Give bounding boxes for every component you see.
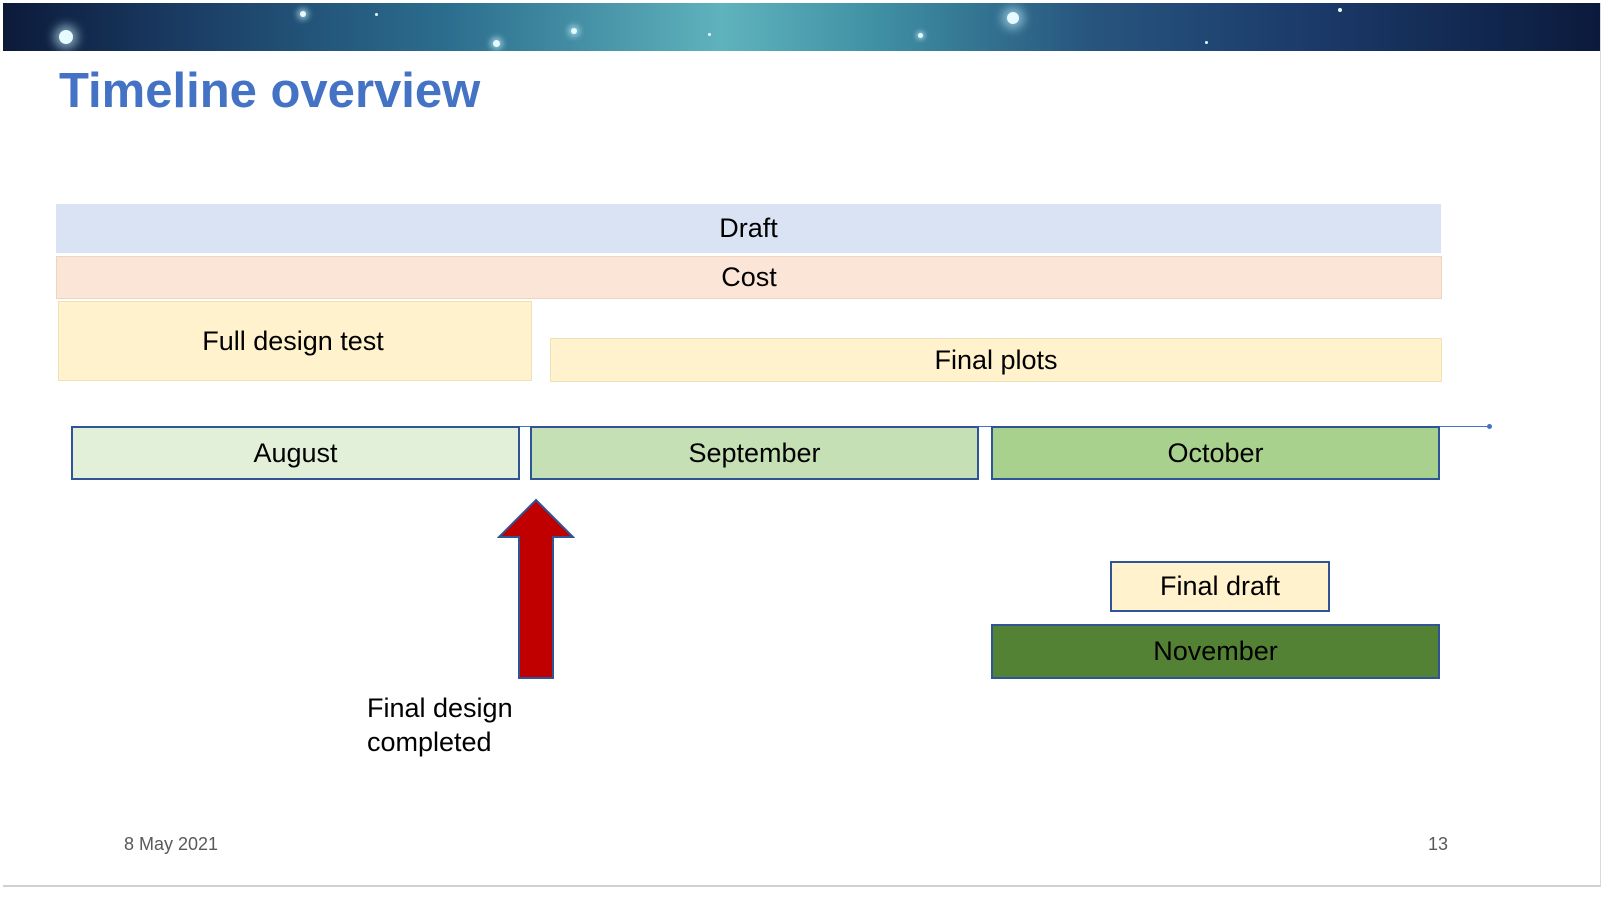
cost-bar: Cost (56, 256, 1442, 299)
month-october: October (991, 426, 1440, 480)
slide-title: Timeline overview (59, 64, 481, 118)
star-decoration (375, 13, 378, 16)
full-design-test-bar: Full design test (58, 301, 532, 381)
header-banner (3, 3, 1600, 51)
month-august: August (71, 426, 520, 480)
final-plots-bar: Final plots (550, 338, 1442, 382)
star-decoration (1007, 12, 1019, 24)
star-decoration (918, 33, 923, 38)
star-decoration (708, 33, 711, 36)
slide: Timeline overview Draft Cost Full design… (3, 3, 1601, 887)
star-decoration (1205, 41, 1208, 44)
up-arrow-icon (497, 498, 575, 679)
star-decoration (59, 30, 73, 44)
star-decoration (493, 40, 500, 47)
timeline-axis-arrowhead (1487, 424, 1492, 429)
milestone-label-line1: Final design (367, 693, 513, 723)
draft-bar: Draft (56, 204, 1441, 253)
star-decoration (571, 28, 577, 34)
milestone-label-line2: completed (367, 727, 492, 757)
month-september: September (530, 426, 979, 480)
month-november: November (991, 624, 1440, 679)
page-number: 13 (1428, 834, 1449, 854)
milestone-label: Final design completed (367, 691, 607, 759)
final-draft-box: Final draft (1110, 561, 1330, 612)
footer-date: 8 May 2021 (124, 834, 219, 854)
star-decoration (300, 11, 306, 17)
star-decoration (1338, 8, 1342, 12)
